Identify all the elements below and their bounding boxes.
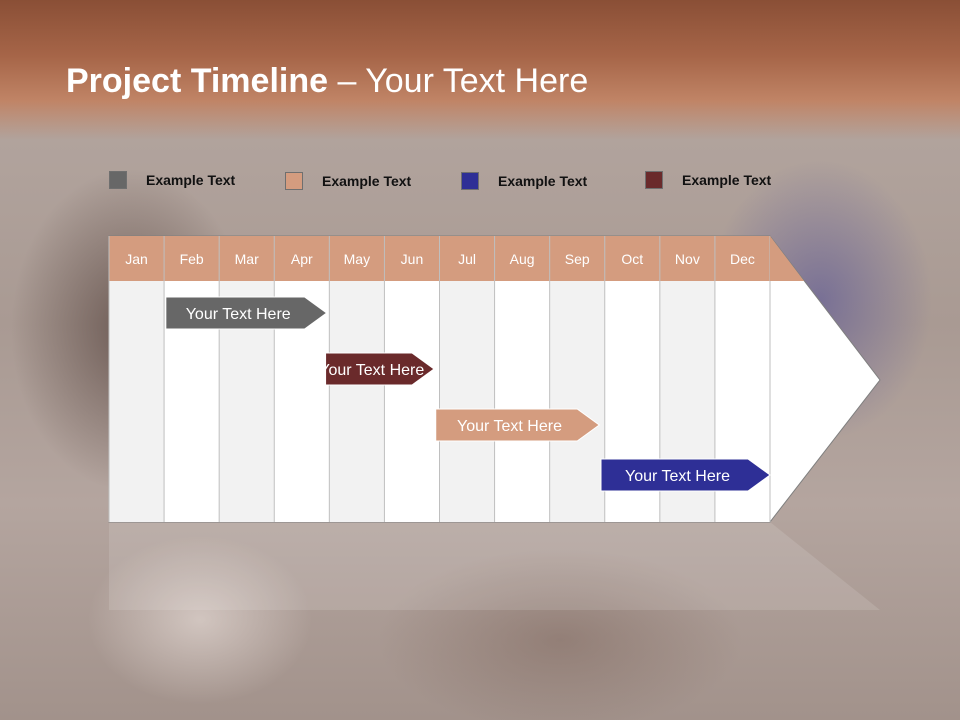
legend-label-4: Example Text: [682, 172, 772, 188]
month-header-jun: [384, 236, 440, 281]
slide-title-bold: Project Timeline: [66, 62, 329, 100]
task-bar-4[interactable]: [600, 458, 771, 492]
legend-swatch-1: [109, 171, 127, 189]
month-label-mar: Mar: [235, 251, 259, 267]
legend-swatch-4: [645, 171, 663, 189]
month-header-mar: [219, 236, 275, 281]
month-label-jan: Jan: [125, 251, 148, 267]
month-columns: Jan Feb Mar Apr May Jun Jul Aug Sep Oct Nov Dec: [108, 236, 771, 522]
month-header-sep: [549, 236, 605, 281]
month-label-dec: Dec: [730, 251, 755, 267]
task-bar-2[interactable]: [325, 352, 435, 386]
month-header-nov: [659, 236, 715, 281]
month-label-jul: Jul: [458, 251, 476, 267]
month-label-jun: Jun: [401, 251, 424, 267]
month-column-may: [329, 281, 385, 522]
month-label-sep: Sep: [565, 251, 590, 267]
slide-title-rest: – Your Text Here: [328, 62, 589, 100]
month-header-aug: [494, 236, 550, 281]
month-header-may: [329, 236, 385, 281]
legend-swatch-2: [285, 172, 303, 190]
month-header-jan: [109, 236, 165, 281]
month-column-aug: [494, 281, 550, 522]
month-label-nov: Nov: [675, 251, 700, 267]
month-header-apr: [274, 236, 330, 281]
month-label-oct: Oct: [621, 251, 643, 267]
month-label-apr: Apr: [291, 251, 313, 267]
month-header-jul: [439, 236, 495, 281]
month-label-feb: Feb: [180, 251, 204, 267]
month-label-may: May: [344, 251, 370, 267]
legend-label-3: Example Text: [498, 173, 588, 189]
task-bar-1[interactable]: [165, 296, 328, 330]
month-column-jun: [384, 281, 440, 522]
task-label-1: Your Text Here: [186, 306, 291, 323]
title-bar: [0, 0, 960, 140]
task-bar-3[interactable]: [435, 408, 601, 442]
month-header-feb: [164, 236, 220, 281]
month-header-oct: [604, 236, 660, 281]
legend-swatch-3: [461, 172, 479, 190]
month-column-jan: [109, 281, 165, 522]
task-label-2: Your Text Here: [319, 362, 424, 379]
task-label-3: Your Text Here: [457, 418, 562, 435]
month-column-sep: [549, 281, 605, 522]
task-label-4: Your Text Here: [625, 468, 730, 485]
timeline-reflection: [109, 522, 880, 610]
legend-label-2: Example Text: [322, 173, 412, 189]
month-column-jul: [439, 281, 495, 522]
month-header-dec: [714, 236, 770, 281]
month-label-aug: Aug: [510, 251, 535, 267]
header-arrow-cap: [770, 236, 804, 281]
legend-label-1: Example Text: [146, 172, 236, 188]
slide-title[interactable]: Project Timeline – Your Text Here: [66, 60, 588, 102]
